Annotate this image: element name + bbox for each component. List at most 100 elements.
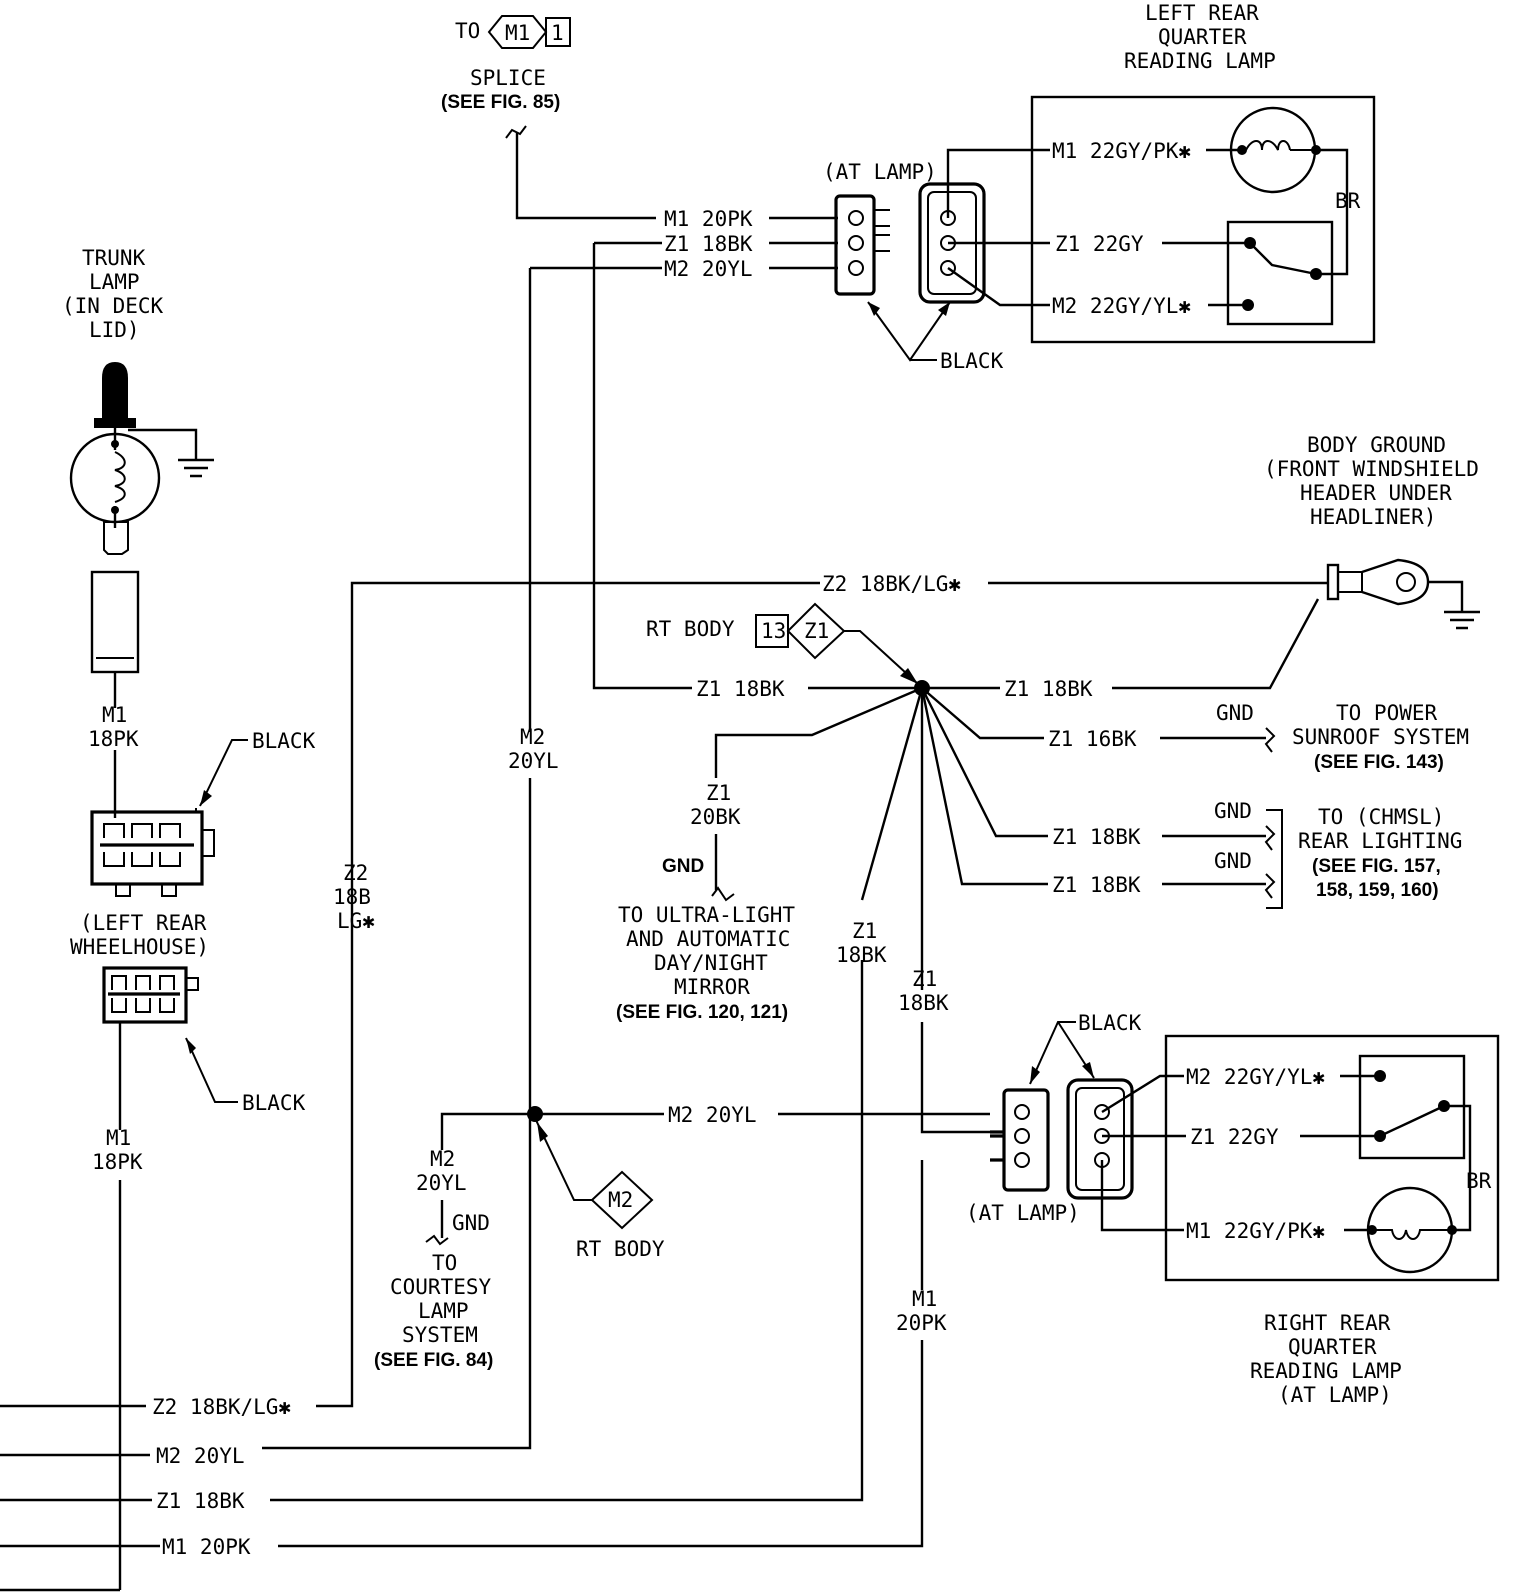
rt-body-bottom: M2 RT BODY (534, 1117, 665, 1261)
svg-text:M2: M2 (520, 725, 545, 749)
svg-text:COURTESY: COURTESY (390, 1275, 492, 1299)
svg-text:Z2 18BK/LG✱: Z2 18BK/LG✱ (152, 1395, 291, 1419)
courtesy-branch: M2 20YL GND TO COURTESY LAMP SYSTEM (SEE… (374, 1112, 535, 1371)
svg-text:20BK: 20BK (690, 805, 741, 829)
svg-text:Z1: Z1 (912, 967, 937, 991)
svg-text:13: 13 (761, 619, 786, 643)
svg-text:18PK: 18PK (88, 727, 139, 751)
wheelhouse-label: (LEFT REAR WHEELHOUSE) (70, 911, 209, 959)
svg-text:BR: BR (1466, 1169, 1492, 1193)
svg-text:RT BODY: RT BODY (576, 1237, 665, 1261)
connector-top-left (834, 194, 890, 296)
black-label-a: BLACK (199, 729, 316, 807)
connector-bottom-left (990, 1088, 1050, 1192)
svg-text:GND: GND (662, 856, 704, 877)
svg-text:Z1 22GY: Z1 22GY (1190, 1125, 1279, 1149)
mirror-branch: Z1 20BK GND TO ULTRA-LIGHT AND AUTOMATIC… (616, 781, 795, 1023)
svg-text:READING LAMP: READING LAMP (1124, 49, 1276, 73)
svg-text:(AT LAMP): (AT LAMP) (1278, 1383, 1392, 1407)
svg-text:LAMP: LAMP (89, 270, 140, 294)
svg-text:BLACK: BLACK (1078, 1011, 1142, 1035)
svg-text:(IN DECK: (IN DECK (62, 294, 164, 318)
splice-ref: (SEE FIG. 85) (441, 92, 560, 113)
svg-text:M2 20YL: M2 20YL (156, 1444, 245, 1468)
svg-text:QUARTER: QUARTER (1158, 25, 1247, 49)
svg-text:RIGHT REAR: RIGHT REAR (1264, 1311, 1391, 1335)
svg-text:BLACK: BLACK (940, 349, 1004, 373)
splice-code: M1 (505, 21, 530, 45)
black-label-top: BLACK (867, 301, 1004, 373)
svg-text:M1: M1 (912, 1287, 937, 1311)
svg-text:M2: M2 (608, 1188, 633, 1212)
svg-text:BLACK: BLACK (252, 729, 316, 753)
connector-trunk (90, 750, 215, 897)
svg-text:GND: GND (1214, 849, 1252, 873)
svg-text:Z1 18BK: Z1 18BK (1052, 825, 1141, 849)
at-lamp-top: (AT LAMP) (823, 160, 937, 184)
svg-text:(LEFT REAR: (LEFT REAR (80, 911, 207, 935)
svg-text:Z2: Z2 (343, 861, 368, 885)
svg-text:Z1 18BK: Z1 18BK (1052, 873, 1141, 897)
svg-text:18BK: 18BK (898, 991, 949, 1015)
gnd-labels: GND GND GND (1214, 701, 1283, 909)
label-z1-b: Z1 18BK (898, 967, 949, 1015)
svg-text:LG✱: LG✱ (337, 909, 375, 933)
z1-branches: Z1 18BK Z1 18BK Z1 16BK Z1 18BK Z1 18BK (270, 243, 1320, 1502)
svg-text:TO POWER: TO POWER (1336, 701, 1438, 725)
svg-text:Z2 18BK/LG✱: Z2 18BK/LG✱ (822, 572, 961, 596)
svg-text:LAMP: LAMP (418, 1299, 469, 1323)
ground-icon (178, 458, 214, 478)
svg-text:DAY/NIGHT: DAY/NIGHT (654, 951, 768, 975)
svg-text:M1 22GY/PK✱: M1 22GY/PK✱ (1052, 139, 1191, 163)
label-z2: Z2 18B LG✱ (333, 861, 375, 933)
svg-text:18BK: 18BK (836, 943, 887, 967)
m2-mid-wire: M2 20YL (535, 1103, 990, 1127)
svg-text:Z1 16BK: Z1 16BK (1048, 727, 1137, 751)
connector-diamond-icon (590, 1170, 654, 1230)
svg-text:20YL: 20YL (508, 749, 559, 773)
connector-bottom-right (1066, 1078, 1134, 1200)
svg-text:TO (CHMSL): TO (CHMSL) (1318, 805, 1444, 829)
svg-text:HEADER UNDER: HEADER UNDER (1300, 481, 1452, 505)
top-wires: M1 20PK Z1 18BK M2 20YL (515, 132, 838, 281)
svg-text:(SEE FIG. 84): (SEE FIG. 84) (374, 1350, 493, 1371)
svg-text:M2: M2 (430, 1147, 455, 1171)
to-label: TO (455, 19, 480, 43)
chmsl-label: TO (CHMSL) REAR LIGHTING (SEE FIG. 157, … (1298, 805, 1462, 901)
svg-text:GND: GND (1216, 701, 1254, 725)
svg-text:GND: GND (452, 1211, 490, 1235)
svg-text:M2 22GY/YL✱: M2 22GY/YL✱ (1052, 294, 1191, 318)
rt-body-top: RT BODY 13 Z1 (646, 602, 919, 685)
svg-text:READING LAMP: READING LAMP (1250, 1359, 1402, 1383)
label-m1-18pk-b: M1 18PK (92, 1126, 143, 1174)
svg-text:M2 20YL: M2 20YL (668, 1103, 757, 1127)
z2-wire: Z2 18BK/LG✱ (350, 572, 1328, 1398)
svg-text:20PK: 20PK (896, 1311, 947, 1335)
svg-text:TO ULTRA-LIGHT: TO ULTRA-LIGHT (618, 903, 795, 927)
svg-text:20YL: 20YL (416, 1171, 467, 1195)
at-lamp-bottom: (AT LAMP) (966, 1201, 1080, 1225)
svg-text:SYSTEM: SYSTEM (402, 1323, 478, 1347)
svg-text:(FRONT WINDSHIELD: (FRONT WINDSHIELD (1264, 457, 1479, 481)
svg-text:BLACK: BLACK (242, 1091, 306, 1115)
svg-text:REAR LIGHTING: REAR LIGHTING (1298, 829, 1462, 853)
svg-text:LID): LID) (89, 318, 140, 342)
svg-text:MIRROR: MIRROR (674, 975, 750, 999)
black-label-b: BLACK (185, 1037, 306, 1115)
m1-20pk-wire: M1 20PK (278, 1160, 947, 1548)
splice-pin: 1 (551, 21, 564, 45)
trunk-lamp: TRUNK LAMP (IN DECK LID) (62, 246, 214, 708)
svg-text:(SEE FIG. 120, 121): (SEE FIG. 120, 121) (616, 1002, 788, 1023)
svg-text:Z1 18BK: Z1 18BK (1004, 677, 1093, 701)
svg-text:M1 22GY/PK✱: M1 22GY/PK✱ (1186, 1219, 1325, 1243)
svg-text:M2 22GY/YL✱: M2 22GY/YL✱ (1186, 1065, 1325, 1089)
label-m1-18pk-a: M1 18PK (88, 703, 139, 751)
svg-text:M1: M1 (106, 1126, 131, 1150)
m2-20yl-wire: M2 20YL (262, 268, 559, 1450)
svg-text:WHEELHOUSE): WHEELHOUSE) (70, 935, 209, 959)
svg-text:(SEE FIG. 143): (SEE FIG. 143) (1314, 752, 1444, 773)
svg-text:M1: M1 (102, 703, 127, 727)
svg-text:M1 20PK: M1 20PK (664, 207, 753, 231)
svg-text:M1 20PK: M1 20PK (162, 1535, 251, 1559)
svg-text:GND: GND (1214, 799, 1252, 823)
